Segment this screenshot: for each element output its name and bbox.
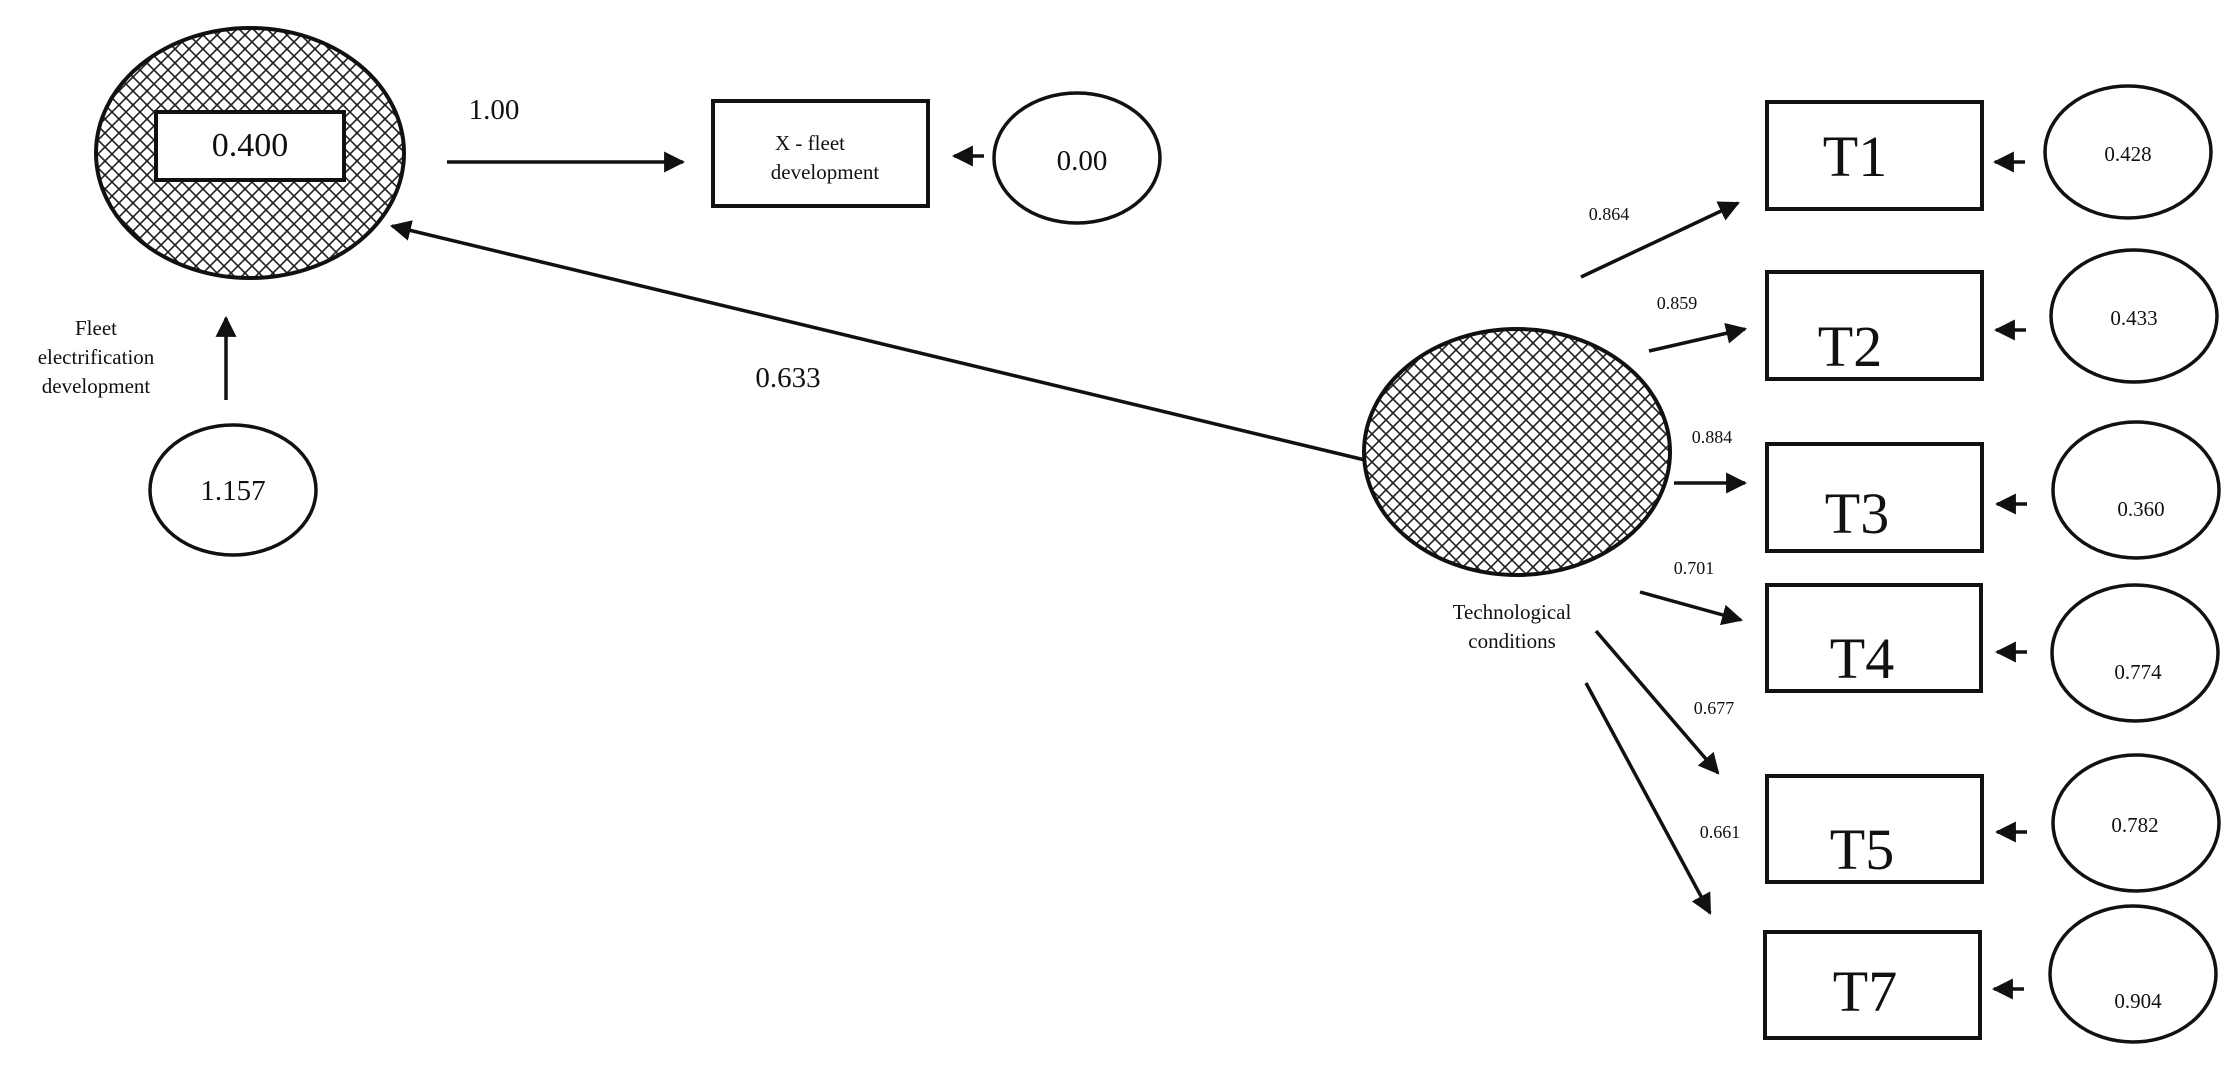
indicator-T3: 0.884 T3 0.360	[1674, 420, 2221, 560]
outcome-loading-value: 1.00	[469, 94, 520, 126]
loading-arrow-T7	[1584, 682, 1712, 915]
structural-path-arrow	[389, 220, 1366, 462]
indicator-T5: 0.677 T5 0.782	[1594, 629, 2221, 893]
latent-fleet-label-line-3: development	[42, 374, 151, 398]
latent-technological-conditions: Technological conditions	[1362, 327, 1672, 653]
latent-tech-label-line-1: Technological	[1453, 600, 1572, 624]
error-value-T7: 0.904	[2114, 989, 2162, 1013]
loading-value-T7: 0.661	[1700, 822, 1741, 842]
indicator-box-T5	[1765, 774, 1984, 884]
structural-path-coefficient: 0.633	[755, 362, 820, 394]
latent-tech-ellipse	[1362, 327, 1672, 577]
indicator-box-T1	[1765, 100, 1984, 211]
loading-arrow-T4	[1639, 590, 1744, 626]
indicator-name-T1: T1	[1823, 124, 1887, 189]
error-value-T3: 0.360	[2117, 497, 2164, 521]
indicator-box-T4	[1765, 583, 1983, 693]
disturbance-value: 1.157	[200, 475, 265, 507]
outcome-error-value: 0.00	[1057, 145, 1108, 177]
latent-fleet-electrification: 0.400	[94, 26, 406, 280]
indicator-name-T4: T4	[1830, 626, 1894, 691]
error-ellipse-T4	[2050, 583, 2220, 723]
indicator-T2: 0.859 T2 0.433	[1648, 248, 2219, 384]
error-value-T2: 0.433	[2110, 306, 2157, 330]
indicator-box-T3	[1765, 442, 1984, 553]
outcome-indicator: 1.00 X - fleet development 0.00	[447, 91, 1162, 225]
error-ellipse-T3	[2051, 420, 2221, 560]
latent-fleet-label-line-1: Fleet	[75, 316, 117, 340]
outcome-indicator-label-line-2: development	[771, 160, 880, 184]
error-ellipse-T1	[2043, 84, 2213, 220]
indicator-T4: 0.701 T4 0.774	[1639, 558, 2220, 723]
error-ellipse-T2	[2049, 248, 2219, 384]
outcome-error-ellipse	[992, 91, 1162, 225]
indicator-name-T5: T5	[1830, 817, 1894, 882]
loading-value-T5: 0.677	[1694, 698, 1735, 718]
loading-value-T4: 0.701	[1674, 558, 1715, 578]
error-value-T5: 0.782	[2111, 813, 2158, 837]
latent-fleet-label-line-2: electrification	[38, 345, 155, 369]
outcome-indicator-box	[711, 99, 930, 208]
loading-value-T3: 0.884	[1692, 427, 1733, 447]
error-ellipse-T5	[2051, 753, 2221, 893]
error-value-T4: 0.774	[2114, 660, 2162, 684]
latent-fleet-label: Fleet electrification development	[38, 316, 155, 398]
indicator-T7: 0.661 T7 0.904	[1584, 682, 2218, 1044]
latent-fleet-value: 0.400	[212, 127, 289, 164]
structural-path: 0.633	[389, 220, 1366, 462]
indicator-name-T2: T2	[1818, 314, 1882, 379]
latent-fleet-value-box	[154, 110, 346, 182]
indicator-name-T3: T3	[1825, 481, 1889, 546]
indicator-box-T2	[1765, 270, 1984, 381]
error-ellipse-T7	[2048, 904, 2218, 1044]
loading-arrow-T1	[1580, 201, 1740, 279]
loading-value-T2: 0.859	[1657, 293, 1698, 313]
indicator-T1: 0.864 T1 0.428	[1580, 84, 2213, 279]
latent-tech-label-line-2: conditions	[1468, 629, 1556, 653]
loading-arrow-T2	[1648, 322, 1748, 353]
disturbance-ellipse	[148, 423, 318, 557]
loading-value-T1: 0.864	[1589, 204, 1630, 224]
error-value-T1: 0.428	[2104, 142, 2151, 166]
outcome-indicator-label-line-1: X - fleet	[775, 131, 845, 155]
latent-fleet-disturbance: 1.157	[148, 315, 318, 557]
indicator-box-T7	[1763, 930, 1982, 1040]
indicator-name-T7: T7	[1833, 959, 1897, 1024]
loading-arrow-T5	[1594, 629, 1720, 775]
